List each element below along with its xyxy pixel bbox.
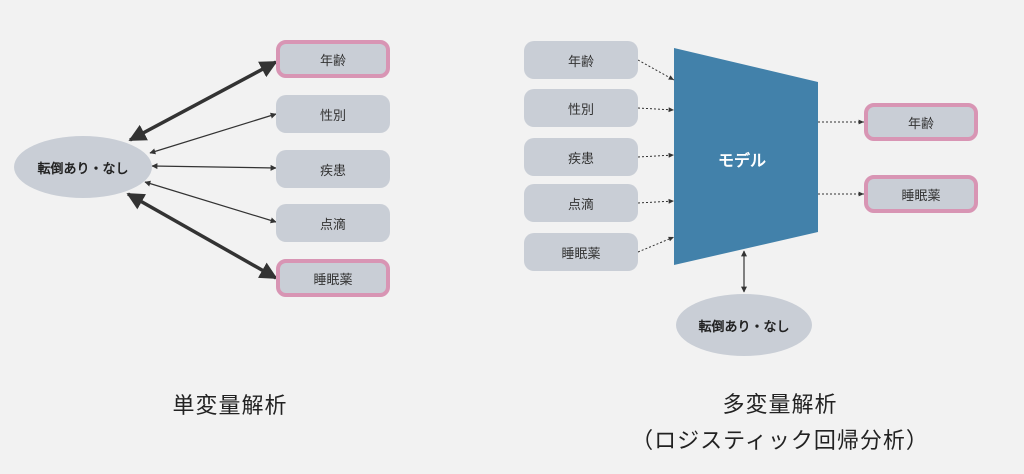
right-input-disease-label: 疾患 xyxy=(567,151,594,167)
left-caption-text: 単変量解析 xyxy=(172,394,288,419)
right-input-sex-box: 性別 xyxy=(524,89,638,127)
left-var-drip-label: 点滴 xyxy=(319,217,346,233)
right-input-age-box: 年齢 xyxy=(524,41,638,79)
model-label-text: モデル xyxy=(718,151,767,170)
left-var-disease-label: 疾患 xyxy=(319,163,346,179)
left-var-sex-box: 性別 xyxy=(276,95,390,133)
right-caption-line1: 多変量解析 xyxy=(722,393,838,418)
right-input-sleeping-pill-box: 睡眠薬 xyxy=(524,233,638,271)
left-var-age-box: 年齢 xyxy=(276,40,390,78)
left-var-sleeping-pill-box: 睡眠薬 xyxy=(276,259,390,297)
right-input-sex-label: 性別 xyxy=(567,102,594,118)
arrow-sex xyxy=(149,112,277,155)
right-input-age-label: 年齢 xyxy=(567,54,594,70)
right-target-label: 転倒あり・なし xyxy=(698,319,790,335)
dotted-arrow-input-drip xyxy=(637,198,675,204)
dotted-arrow-input-disease xyxy=(637,152,675,158)
arrow-sleeping-pill-thick xyxy=(126,192,278,280)
right-input-sleeping-pill-label: 睡眠薬 xyxy=(561,246,601,262)
right-caption: 多変量解析 （ロジスティック回帰分析） xyxy=(600,388,960,460)
left-target-label: 転倒あり・なし xyxy=(37,161,129,177)
left-var-age-label: 年齢 xyxy=(319,53,346,69)
right-input-drip-box: 点滴 xyxy=(524,184,638,222)
right-output-age-box: 年齢 xyxy=(864,103,978,141)
arrow-disease xyxy=(151,163,277,171)
right-output-age-label: 年齢 xyxy=(907,116,934,132)
right-target-ellipse: 転倒あり・なし xyxy=(676,294,812,356)
model-label: モデル xyxy=(718,147,766,171)
left-var-sex-label: 性別 xyxy=(319,108,346,124)
right-caption-line2: （ロジスティック回帰分析） xyxy=(631,429,929,454)
left-var-sleeping-pill-label: 睡眠薬 xyxy=(313,272,353,288)
arrow-age-thick xyxy=(128,60,278,142)
dotted-arrow-input-sleeping-pill xyxy=(637,236,675,253)
right-output-sleeping-pill-box: 睡眠薬 xyxy=(864,175,978,213)
model-trapezoid xyxy=(674,48,818,265)
left-target-ellipse: 転倒あり・なし xyxy=(14,136,152,198)
left-caption: 単変量解析 xyxy=(120,388,340,420)
left-var-drip-box: 点滴 xyxy=(276,204,390,242)
dotted-arrow-input-age xyxy=(637,59,675,81)
right-output-sleeping-pill-label: 睡眠薬 xyxy=(901,188,941,204)
right-input-disease-box: 疾患 xyxy=(524,138,638,176)
dotted-arrow-input-sex xyxy=(637,107,675,113)
left-var-disease-box: 疾患 xyxy=(276,150,390,188)
right-input-drip-label: 点滴 xyxy=(567,197,594,213)
